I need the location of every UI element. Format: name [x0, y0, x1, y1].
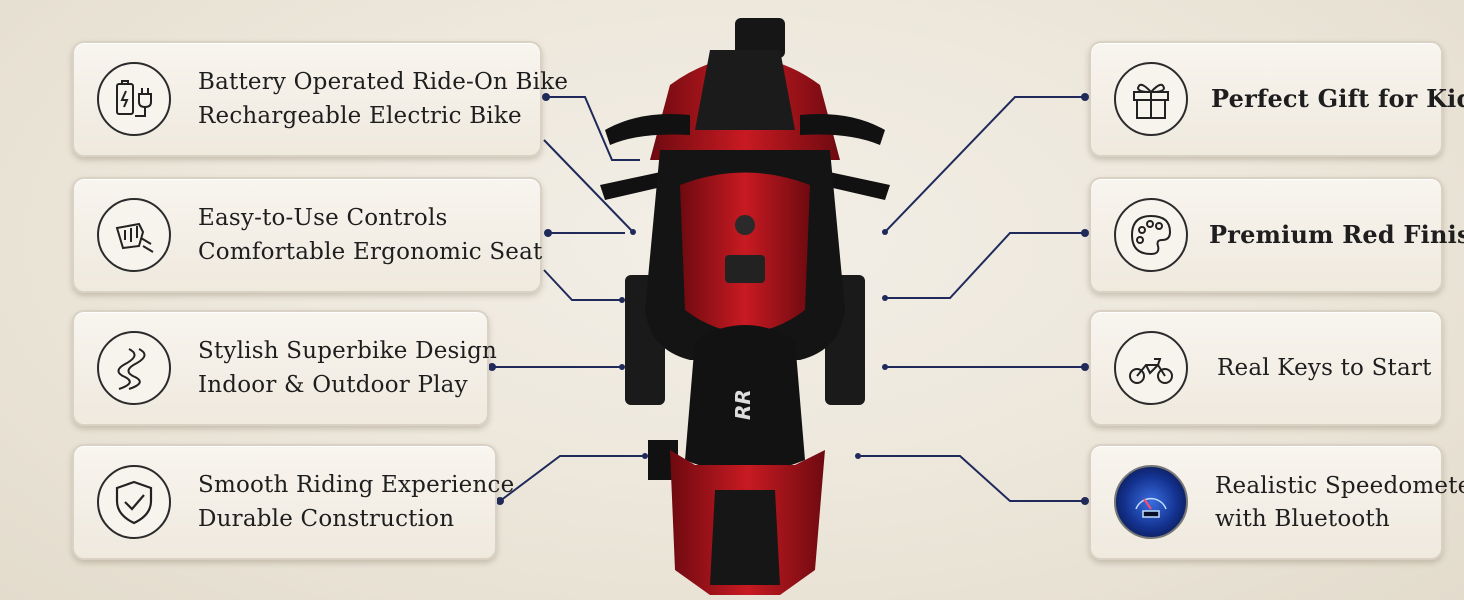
feature-card-riding: Smooth Riding Experience Durable Constru… [72, 444, 514, 560]
battery-plug-icon [97, 62, 171, 136]
feature-controls-line2: Comfortable Ergonomic Seat [198, 239, 543, 265]
feature-battery-line2: Rechargeable Electric Bike [198, 103, 522, 129]
feature-card-design: Stylish Superbike Design Indoor & Outdoo… [72, 310, 497, 426]
feature-riding-line1: Smooth Riding Experience [198, 472, 515, 498]
feature-speedometer-line2: with Bluetooth [1215, 506, 1390, 532]
feature-card-controls: Easy-to-Use Controls Comfortable Ergonom… [72, 177, 542, 293]
feature-design-line1: Stylish Superbike Design [198, 338, 498, 364]
paint-palette-icon [1114, 198, 1188, 272]
feature-design-line2: Indoor & Outdoor Play [198, 372, 468, 398]
feature-card-finish: Premium Red Finish [1089, 177, 1464, 293]
winding-road-icon [97, 331, 171, 405]
feature-speedometer-line1: Realistic Speedometer [1215, 473, 1464, 499]
feature-riding-line2: Durable Construction [198, 506, 455, 532]
ride-on-bike-image: RR [600, 18, 890, 595]
bike-badge: RR [731, 389, 755, 420]
hand-grip-icon [97, 198, 171, 272]
feature-battery-line1: Battery Operated Ride-On Bike [198, 69, 569, 95]
shield-check-icon [97, 465, 171, 539]
feature-keys-line1: Real Keys to Start [1217, 355, 1432, 381]
speedometer-icon [1114, 465, 1188, 539]
feature-card-keys: Real Keys to Start [1089, 310, 1443, 426]
feature-controls-line1: Easy-to-Use Controls [198, 205, 448, 231]
feature-card-speedometer: Realistic Speedometer with Bluetooth [1089, 444, 1464, 560]
feature-card-gift: Perfect Gift for Kids [1089, 41, 1464, 157]
feature-finish-line1: Premium Red Finish [1209, 220, 1464, 249]
feature-card-battery: Battery Operated Ride-On Bike Rechargeab… [72, 41, 568, 157]
gift-icon [1114, 62, 1188, 136]
feature-gift-line1: Perfect Gift for Kids [1211, 84, 1464, 113]
motorcycle-icon [1114, 331, 1188, 405]
